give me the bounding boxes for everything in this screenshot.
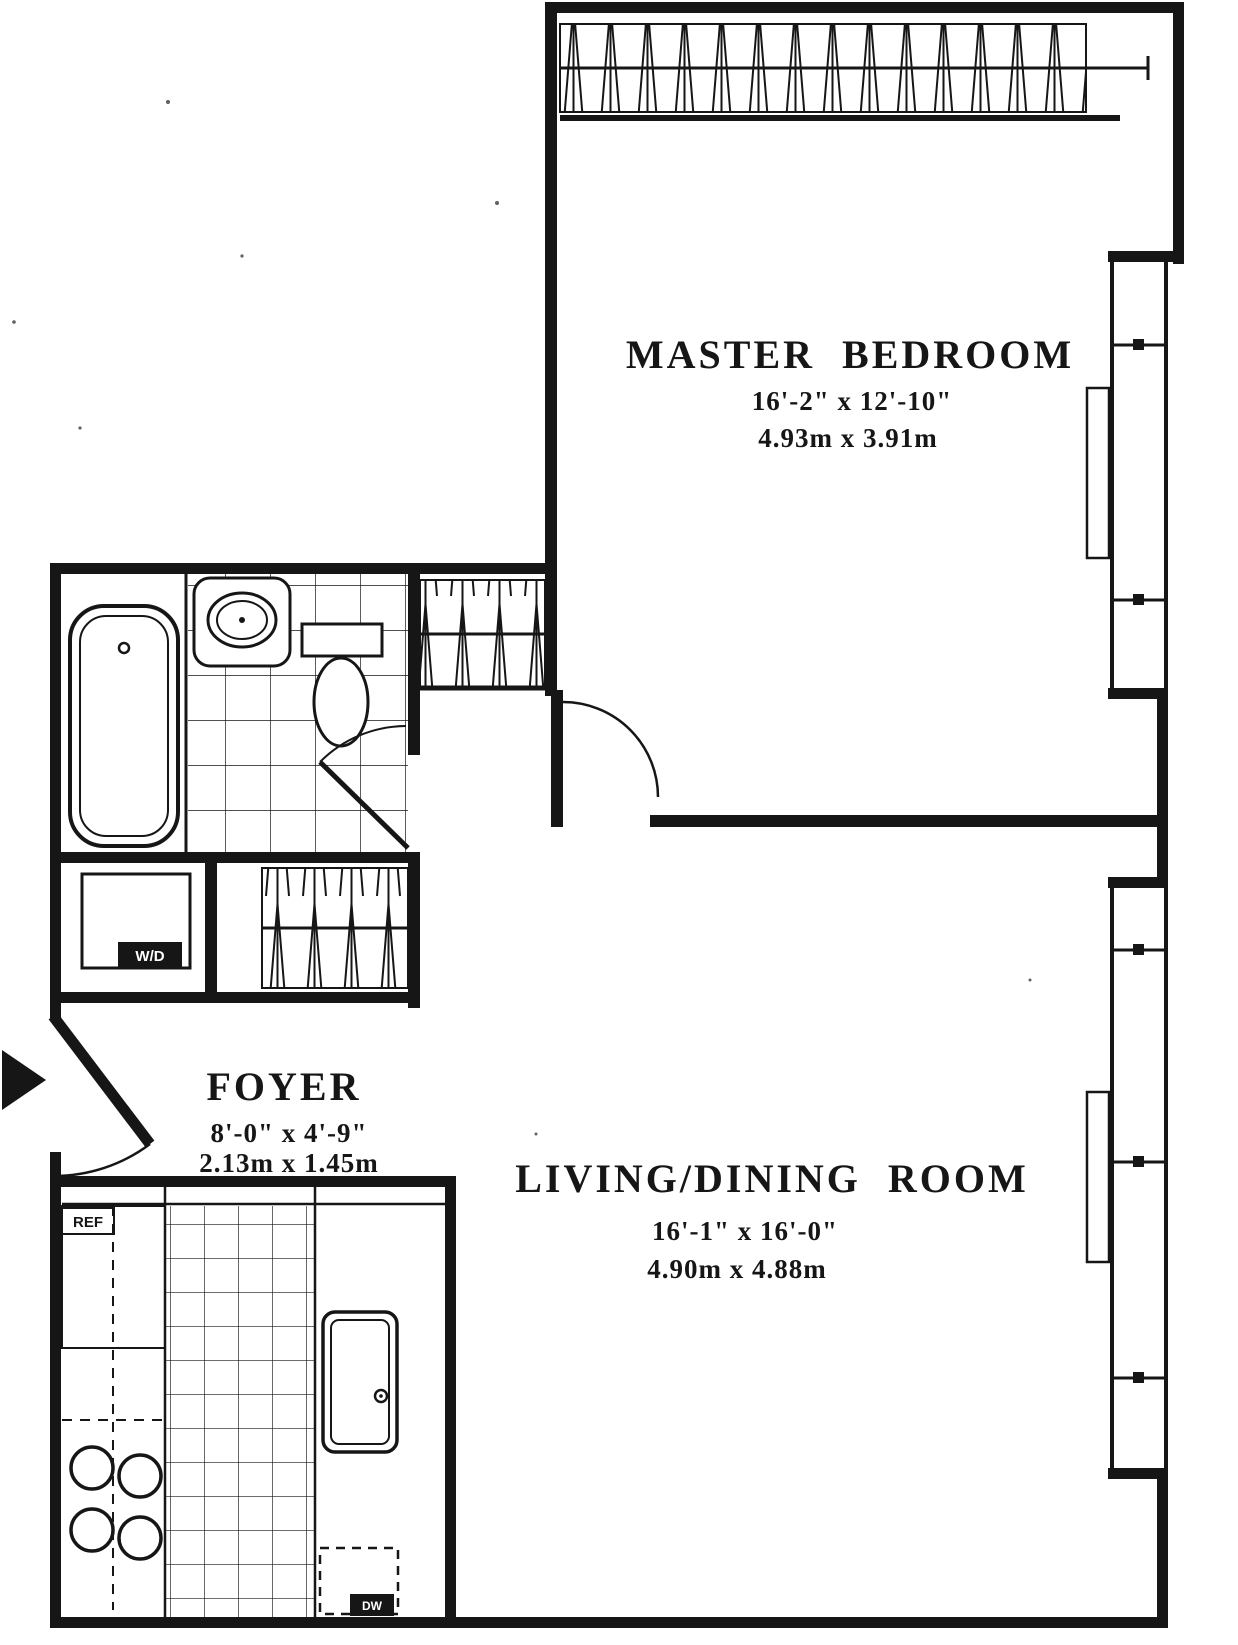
bathtub-drain xyxy=(117,641,131,655)
wall-right-mid xyxy=(1157,688,1168,888)
bathroom-door-leaf xyxy=(318,760,410,850)
entry-door-leaf xyxy=(48,1012,155,1148)
washer-dryer-label: W/D xyxy=(135,948,164,965)
scan-speckles xyxy=(12,100,1032,1136)
window1-mullion-block xyxy=(1133,594,1144,605)
foyer-dims-metric: 2.13m x 1.45m xyxy=(199,1148,378,1178)
wall-right-upper xyxy=(1173,2,1184,264)
wall-bedroom-bottom xyxy=(650,815,1168,827)
kitchen-faucet-dot xyxy=(379,1394,383,1398)
closets xyxy=(261,23,1150,989)
kitchen-tile-floor xyxy=(165,1206,315,1617)
living-dining-dims-metric: 4.90m x 4.88m xyxy=(647,1254,826,1284)
windows xyxy=(1085,262,1168,1468)
dishwasher-chip xyxy=(350,1594,394,1616)
wall-bathroom-right-upper xyxy=(408,563,420,755)
bathroom xyxy=(68,574,410,852)
kitchen: REF DW xyxy=(61,1187,445,1617)
refrigerator-chip xyxy=(61,1207,115,1235)
wall-window2-top-stub xyxy=(1108,877,1168,888)
wall-leftwing-top xyxy=(50,563,555,574)
wall-left-upper xyxy=(50,563,61,1018)
kitchen-sink-basin xyxy=(330,1319,390,1445)
bathtub-inner-rim xyxy=(79,615,169,837)
walls xyxy=(50,2,1184,1628)
scan-speckle xyxy=(12,320,16,324)
scan-speckle xyxy=(495,201,499,205)
stove-burner xyxy=(117,1453,163,1499)
wall-bottom xyxy=(50,1617,1168,1628)
wall-bathroom-bottom xyxy=(50,852,420,863)
wall-bedroom-left xyxy=(545,2,557,696)
foyer-dims-imperial: 8'-0" x 4'-9" xyxy=(211,1118,368,1148)
bedroom-door-swing-arc xyxy=(562,700,660,798)
window2-sill xyxy=(1085,1090,1111,1264)
wall-left-lower xyxy=(50,1152,61,1628)
wall-window1-top-stub xyxy=(1108,251,1184,262)
toilet-tank xyxy=(300,622,384,658)
master-bedroom-dims-imperial: 16'-2" x 12'-10" xyxy=(752,386,952,416)
washer-dryer-chip xyxy=(118,942,182,968)
laundry: W/D xyxy=(80,872,192,970)
window2-mullion-block xyxy=(1133,1372,1144,1383)
refrigerator-label: REF xyxy=(73,1214,103,1231)
wall-top xyxy=(545,2,1184,13)
wall-foyer-top xyxy=(50,992,420,1003)
stove-burner xyxy=(69,1445,115,1491)
entry-arrow-icon xyxy=(2,1050,46,1110)
scan-speckle xyxy=(78,426,82,430)
master-bedroom-dims-metric: 4.93m x 3.91m xyxy=(758,423,937,453)
bathroom-sink-drain xyxy=(239,617,245,623)
window1-mullion-block xyxy=(1133,339,1144,350)
window1-sill xyxy=(1085,386,1111,560)
stove-burner xyxy=(69,1507,115,1553)
scan-speckle xyxy=(240,254,244,258)
window2-mullion-block xyxy=(1133,1156,1144,1167)
stove-burner xyxy=(117,1515,163,1561)
room-labels: MASTER BEDROOM 16'-2" x 12'-10" 4.93m x … xyxy=(199,332,1074,1284)
foyer-name: FOYER xyxy=(207,1064,362,1109)
scan-speckle xyxy=(1028,978,1032,982)
toilet-bowl xyxy=(312,656,370,748)
bathtub xyxy=(68,604,180,848)
bathroom-door-swing-arc xyxy=(319,725,407,763)
wall-bathroom-right-lower xyxy=(408,852,420,1008)
wall-window1-bottom-stub xyxy=(1108,688,1168,699)
living-dining-name: LIVING/DINING ROOM xyxy=(515,1156,1029,1201)
bathroom-sink-basin xyxy=(216,600,268,640)
wall-bedroom-door-stub xyxy=(551,690,563,827)
wall-kitchen-right xyxy=(445,1176,456,1628)
dishwasher-label: DW xyxy=(362,1599,383,1613)
window2-mullion-block xyxy=(1133,944,1144,955)
scan-speckle xyxy=(534,1132,538,1136)
wall-wd-closet-divider xyxy=(205,863,217,992)
wall-kitchen-top xyxy=(55,1176,456,1187)
kitchen-sink xyxy=(321,1310,399,1454)
doors xyxy=(48,700,660,1178)
kitchen-faucet xyxy=(373,1388,389,1404)
living-dining-dims-imperial: 16'-1" x 16'-0" xyxy=(652,1216,838,1246)
scan-speckle xyxy=(166,100,170,104)
entry-door-swing-arc xyxy=(52,1142,151,1178)
master-bedroom-name: MASTER BEDROOM xyxy=(626,332,1074,377)
wall-window2-bottom-stub xyxy=(1108,1468,1168,1479)
wall-right-lower xyxy=(1157,1468,1168,1628)
